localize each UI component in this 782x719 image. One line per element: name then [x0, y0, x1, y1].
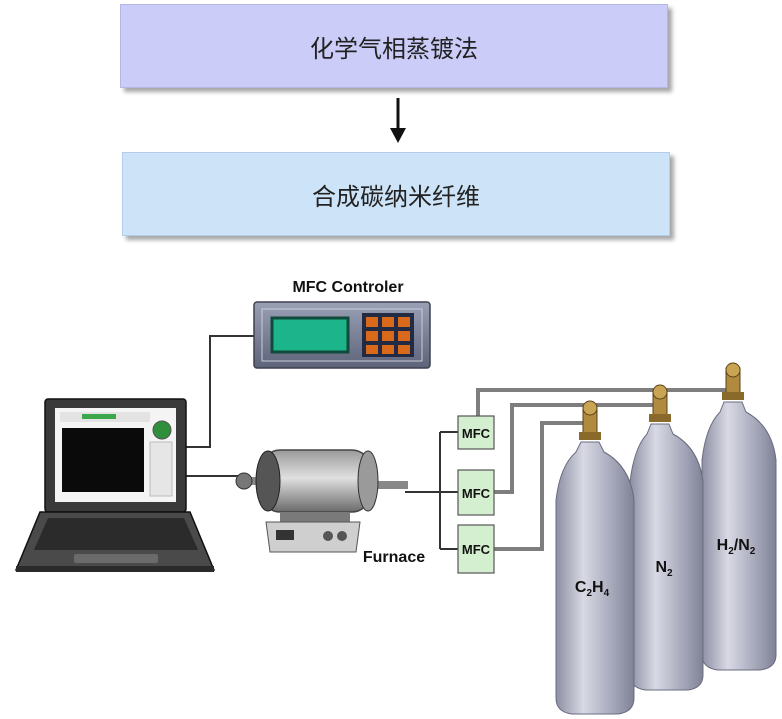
- mfc-unit-2-label: MFC: [462, 486, 491, 501]
- gas-label-c2h4: C2H4: [575, 579, 610, 599]
- gas-cylinder-c2h4: C2H4: [555, 400, 635, 715]
- process-step-synthesis-label: 合成碳纳米纤维: [312, 182, 480, 211]
- gas-cylinder-n2: N2: [629, 384, 704, 691]
- mfc-controller-label: MFC Controler: [292, 279, 403, 296]
- gas-label-h2-n2: H2/N2: [717, 537, 756, 557]
- down-arrow-icon: [390, 98, 406, 143]
- mfc-unit-1: MFC: [457, 415, 495, 450]
- gas-label-n2: N2: [655, 559, 673, 579]
- process-step-cvd: 化学气相蒸镀法: [120, 4, 668, 88]
- process-step-synthesis: 合成碳纳米纤维: [122, 152, 670, 236]
- mfc-unit-1-label: MFC: [462, 426, 491, 441]
- process-step-cvd-label: 化学气相蒸镀法: [310, 34, 478, 63]
- wiring: [185, 335, 460, 550]
- cvd-apparatus-diagram: MFC Controler: [14, 279, 777, 715]
- gas-cylinder-h2-n2: H2/N2: [701, 362, 777, 671]
- mfc-unit-3-label: MFC: [462, 542, 491, 557]
- mfc-controller: MFC Controler: [253, 279, 431, 369]
- mfc-unit-2: MFC: [457, 469, 495, 516]
- controller-keypad: [362, 313, 414, 357]
- furnace-label: Furnace: [363, 549, 425, 566]
- tube-furnace: Furnace: [235, 449, 425, 566]
- mfc-unit-3: MFC: [457, 524, 495, 574]
- laptop: [14, 398, 216, 572]
